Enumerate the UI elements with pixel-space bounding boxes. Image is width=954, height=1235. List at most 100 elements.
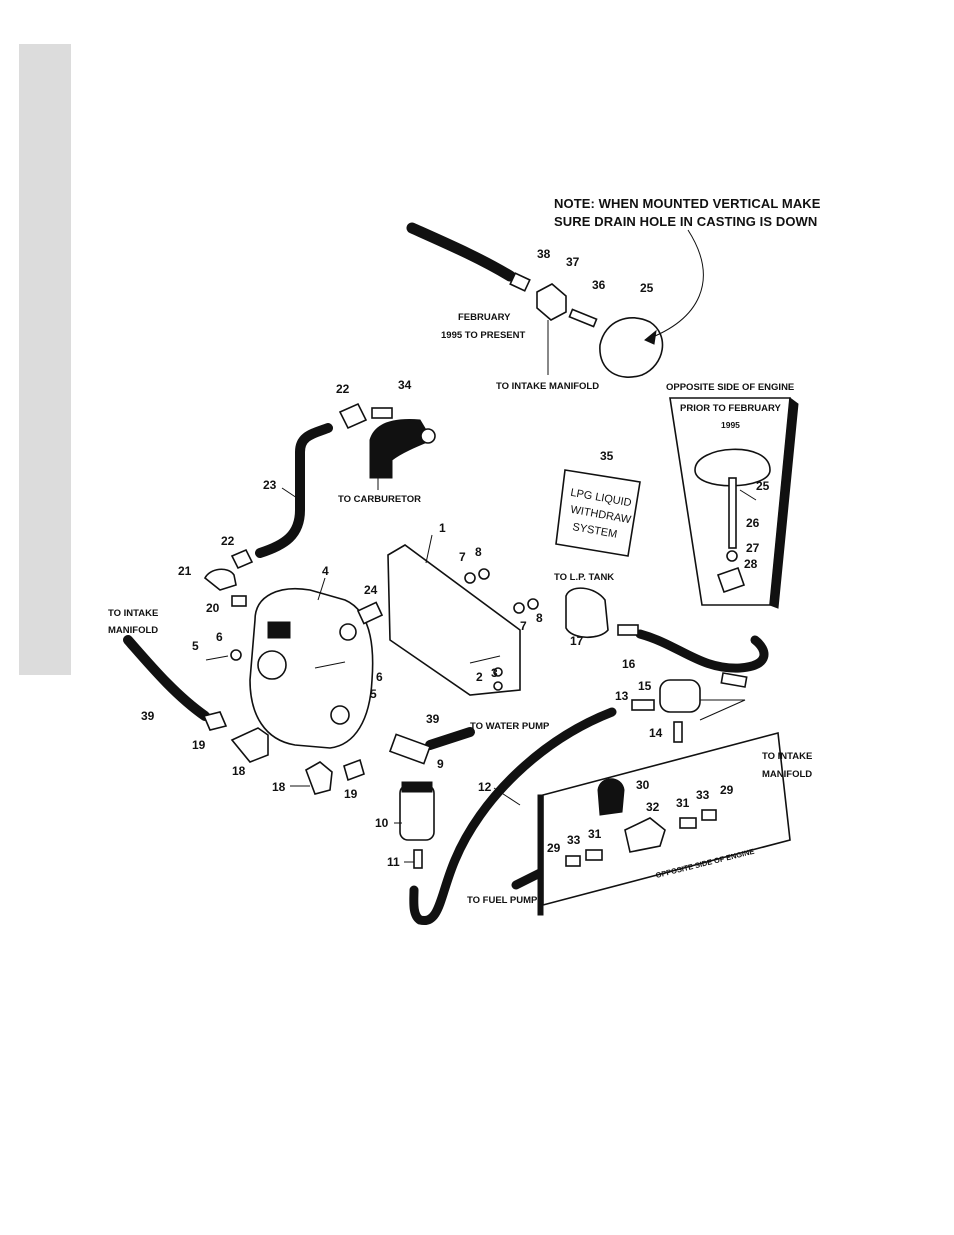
fitting-13 [631,699,655,711]
callout-25-top: 25 [640,281,654,295]
callout-7a: 7 [459,550,466,564]
callout-22-top: 22 [336,382,350,396]
callout-5a: 5 [192,639,199,653]
washer-27 [726,550,738,562]
callout-14: 14 [649,726,663,740]
callout-39a: 39 [141,709,155,723]
elbow-18-bottom [305,761,333,795]
callout-18a: 18 [232,764,246,778]
rod-26 [728,477,737,549]
fitting-31-right [679,817,697,829]
callout-7b: 7 [520,619,527,633]
callout-19b: 19 [344,787,358,801]
washer-6a [230,649,242,661]
caption-to-intake-left-1: TO INTAKE [108,608,158,619]
regulator-port [339,623,357,641]
lower-fittings [202,711,435,869]
fitting-31-left [585,849,603,861]
caption-1995: 1995 [721,420,740,430]
mounting-note-line-1: NOTE: WHEN MOUNTED VERTICAL MAKE [554,196,821,211]
filter-10-cap [401,781,433,793]
fitting-9 [388,733,432,765]
washer-3b [493,681,503,691]
caption-opposite-side-top: OPPOSITE SIDE OF ENGINE [666,382,794,393]
hose-23 [255,423,333,558]
callout-25-inset: 25 [756,479,770,493]
mounting-note-line-2: SURE DRAIN HOLE IN CASTING IS DOWN [554,214,818,229]
callout-20: 20 [206,601,220,615]
callout-37: 37 [566,255,580,269]
callout-17: 17 [570,634,584,648]
fitting-38 [509,272,531,292]
pin-36 [568,308,598,328]
callout-22-left: 22 [221,534,235,548]
elbow-34-port [420,428,436,444]
callout-30: 30 [636,778,650,792]
opposite-panel-edge [537,794,544,916]
callout-29a: 29 [547,841,561,855]
callout-29b: 29 [720,783,734,797]
elbow-18-left [230,727,269,763]
fitting-20 [231,595,247,607]
drain-hole-arrow [644,229,704,341]
prior-to-february-inset [669,397,799,609]
hose-12 [409,707,617,925]
callout-11: 11 [387,855,400,869]
callout-27: 27 [746,541,760,555]
nut-7a [464,572,476,584]
adapter-32 [624,817,666,853]
bracket-plate [387,544,521,696]
bolt-2 [469,655,501,664]
callout-2: 2 [476,670,483,684]
leader-lines [281,487,757,863]
callout-28: 28 [744,557,758,571]
elbow-21 [203,568,237,591]
callout-13: 13 [615,689,629,703]
regulator-cover-25-inset [694,448,771,487]
callout-21: 21 [178,564,192,578]
lead-23 [281,487,301,501]
hose-39-water-pump [425,727,475,750]
lead-25b [739,489,757,501]
caption-prior-to-february: PRIOR TO FEBRUARY [680,403,781,414]
callout-15: 15 [638,679,652,693]
callout-39b: 39 [426,712,440,726]
inset-panel-shadow [769,397,799,609]
opposite-panel [542,731,791,907]
hose-16 [635,629,769,673]
bolt-5b [314,661,346,669]
drain-hole-arrowhead [644,329,657,345]
callout-6a: 6 [216,630,223,644]
callout-23: 23 [263,478,277,492]
washer-3a [493,667,503,677]
callout-10: 10 [375,816,389,830]
filter-10 [399,784,435,841]
callout-33a: 33 [567,833,581,847]
callout-9: 9 [437,757,444,771]
opposite-side-panel [537,731,791,916]
callout-3: 3 [491,666,498,680]
hose-39-left [123,635,210,721]
callout-8a: 8 [475,545,482,559]
fitting-24 [356,601,384,625]
caption-to-fuel-pump: TO FUEL PUMP [467,895,538,906]
elbow-34 [369,419,433,479]
callout-8b: 8 [536,611,543,625]
lead-12 [493,787,521,806]
fitting-16 [617,624,639,636]
clamp-22-left [230,548,254,570]
upper-fitting-group [509,229,704,378]
bracket-line-15 [699,699,746,721]
callout-1: 1 [439,521,446,535]
caption-to-intake-left-2: MANIFOLD [108,625,158,636]
lead-1 [425,534,433,564]
callout-33b: 33 [696,788,710,802]
callout-35: 35 [600,449,614,463]
callout-31b: 31 [676,796,690,810]
clamp-19-left [202,711,228,731]
fitting-22-top [371,407,393,419]
regulator-cover-25-top [599,317,664,378]
lpg-sign-35: LPG LIQUID WITHDRAW SYSTEM [555,469,641,557]
caption-to-water-pump: TO WATER PUMP [470,721,550,732]
